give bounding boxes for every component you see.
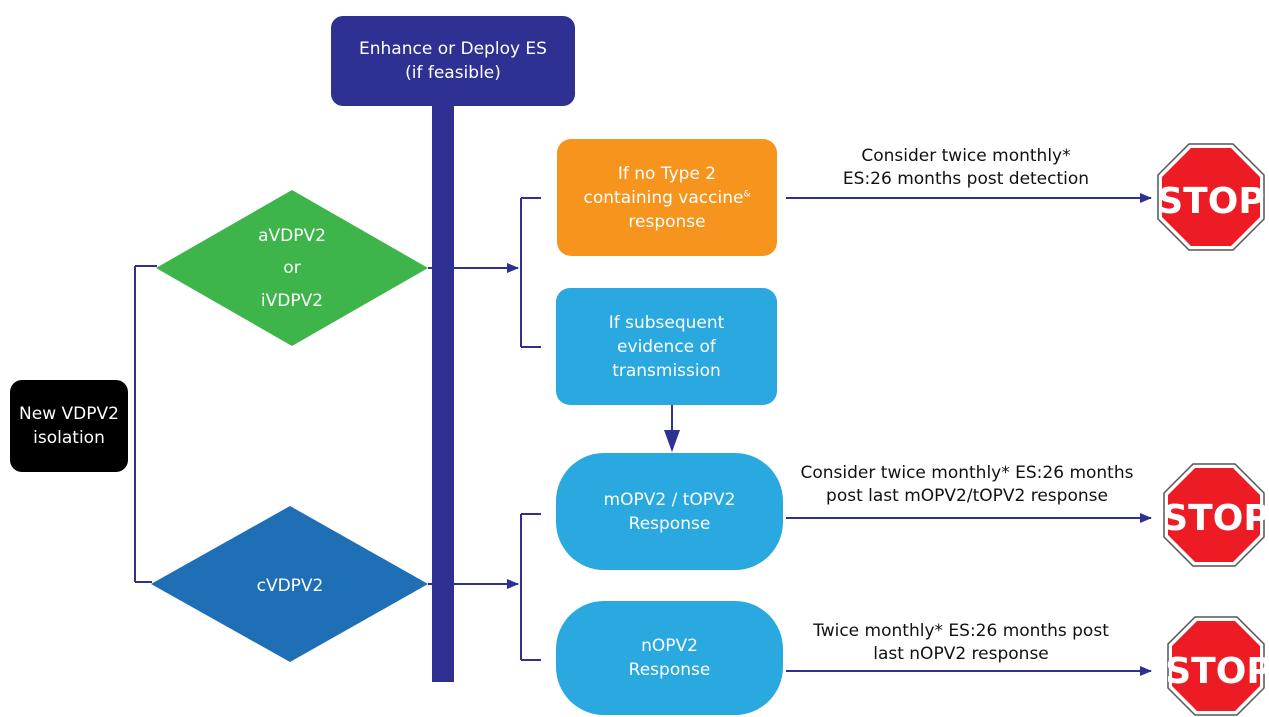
caption-nopv: Twice monthly* ES:26 months post last nO… <box>776 620 1146 666</box>
no-type2-vaccine-box: If no Type 2 containing vaccine& respons… <box>557 139 777 256</box>
top-box-line1: Enhance or Deploy ES <box>359 39 547 59</box>
caption-detection: Consider twice monthly* ES:26 months pos… <box>786 145 1146 191</box>
stop-sign-icon: STOP <box>1162 463 1269 567</box>
top-box-line2: (if feasible) <box>405 63 501 83</box>
diamond-c-shape <box>151 506 428 662</box>
caption3-line1: Twice monthly* ES:26 months post <box>813 621 1109 641</box>
start-line1: New VDPV2 <box>19 404 119 424</box>
ampersand-footnote: & <box>743 188 751 199</box>
mopv-line2: Response <box>628 513 711 534</box>
caption2-line2: post last mOPV2/tOPV2 response <box>826 486 1108 506</box>
start-line2: isolation <box>33 428 105 448</box>
stop-label-2: STOP <box>1162 498 1269 539</box>
lower-right-bracket <box>520 513 541 661</box>
arrowhead-evidence-to-mopv <box>664 430 680 452</box>
caption3-line2: last nOPV2 response <box>873 644 1049 664</box>
diamond-a-line1: aVDPV2 <box>258 226 326 246</box>
left-bracket-connector <box>134 265 157 583</box>
orange-line1: If no Type 2 <box>617 163 717 184</box>
evidence-line2: evidence of <box>617 336 716 357</box>
new-vdpv2-isolation-box: New VDPV2 isolation <box>10 380 128 472</box>
stop-sign-icon: STOP <box>1165 616 1269 716</box>
stop-label-3: STOP <box>1165 651 1269 692</box>
upper-right-bracket <box>520 197 541 348</box>
orange-line3: response <box>628 211 706 232</box>
caption-mopv: Consider twice monthly* ES:26 months pos… <box>772 462 1162 508</box>
diamond-a-line2: or <box>283 258 300 278</box>
orange-line2: containing vaccine <box>583 187 744 208</box>
stop-label-1: STOP <box>1157 181 1264 222</box>
stop-sign-icon: STOP <box>1157 143 1265 251</box>
nopv-line2: Response <box>628 660 711 680</box>
enhance-deploy-es-box: Enhance or Deploy ES (if feasible) <box>331 16 575 106</box>
diamond-a-shape <box>156 190 428 346</box>
evidence-line1: If subsequent <box>608 312 725 333</box>
caption2-line1: Consider twice monthly* ES:26 months <box>800 463 1134 483</box>
mopv-line1: mOPV2 / tOPV2 <box>603 489 736 510</box>
nopv-line1: nOPV2 <box>641 636 698 656</box>
evidence-of-transmission-box: If subsequent evidence of transmission <box>556 288 777 405</box>
diamond-a-line3: iVDPV2 <box>261 291 323 311</box>
es-vertical-bar <box>432 100 454 682</box>
mopv2-topv2-response-box: mOPV2 / tOPV2 Response <box>556 453 783 570</box>
orange-line2-wrap: containing vaccine& <box>584 186 751 210</box>
caption1-line2: ES:26 months post detection <box>842 169 1090 189</box>
nopv2-response-box: nOPV2 Response <box>556 601 783 715</box>
diamond-c-label: cVDPV2 <box>257 576 324 596</box>
caption1-line1: Consider twice monthly* <box>861 146 1071 166</box>
evidence-line3: transmission <box>612 360 721 381</box>
